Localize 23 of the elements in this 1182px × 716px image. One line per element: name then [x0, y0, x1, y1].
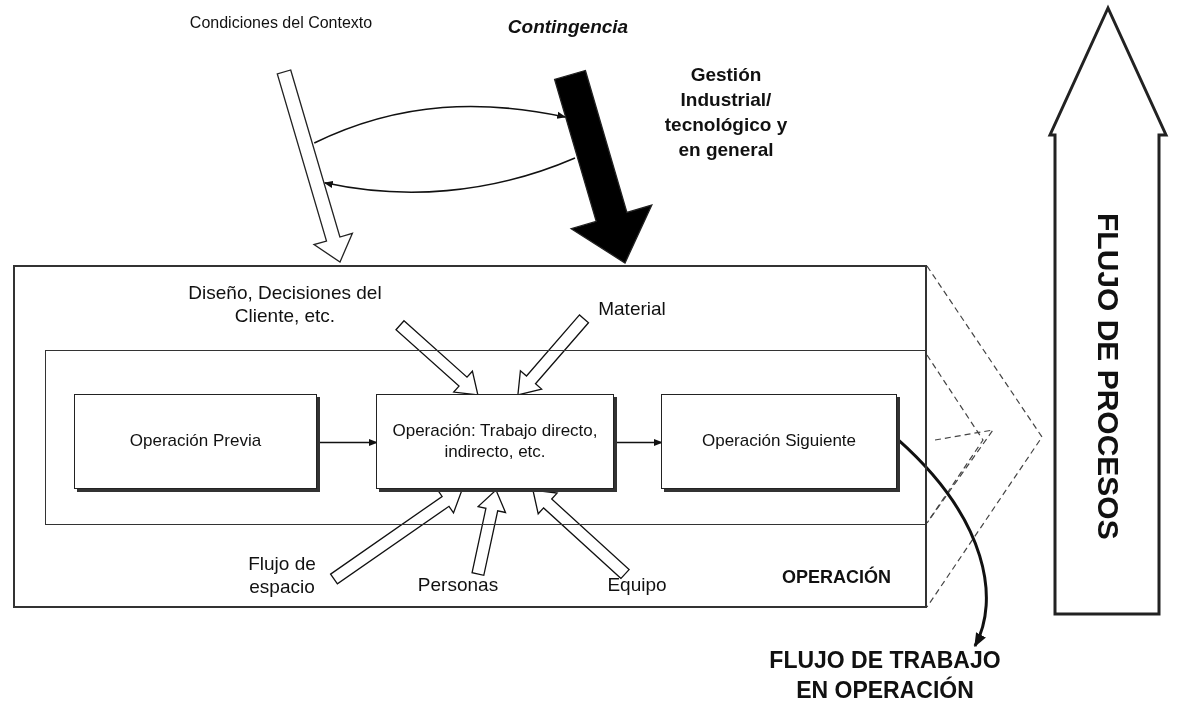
input-label: Diseño, Decisiones del Cliente, etc. [170, 282, 400, 336]
process-box: Operación Previa [74, 394, 317, 489]
input-label: Personas [404, 574, 512, 602]
vertical-label: FLUJO DE PROCESOS [1091, 211, 1126, 542]
hollow-arrow [395, 319, 479, 396]
input-label: Equipo [596, 574, 678, 602]
process-box: Operación: Trabajo directo, indirecto, etc. [376, 394, 614, 489]
input-label: Material [584, 298, 680, 324]
frame-label: OPERACIÓN [782, 567, 891, 588]
hollow-arrow [517, 314, 590, 396]
input-label: Flujo de espacio [230, 553, 334, 605]
curved-arrow [323, 157, 576, 193]
operation-frame [13, 265, 927, 608]
arrow [317, 438, 378, 447]
arrow [614, 438, 663, 447]
arrow-heading: Contingencia [507, 16, 629, 38]
side-note: Gestión Industrial/ tecnológico y en general [663, 63, 789, 163]
hollow-arrow [532, 489, 631, 580]
process-box: Operación Siguiente [661, 394, 897, 489]
process-band [45, 350, 927, 525]
arrow-heading: Condiciones del Contexto [189, 14, 373, 32]
hollow-arrow [329, 489, 463, 585]
flow-label: FLUJO DE TRABAJO EN OPERACIÓN [755, 646, 1015, 712]
